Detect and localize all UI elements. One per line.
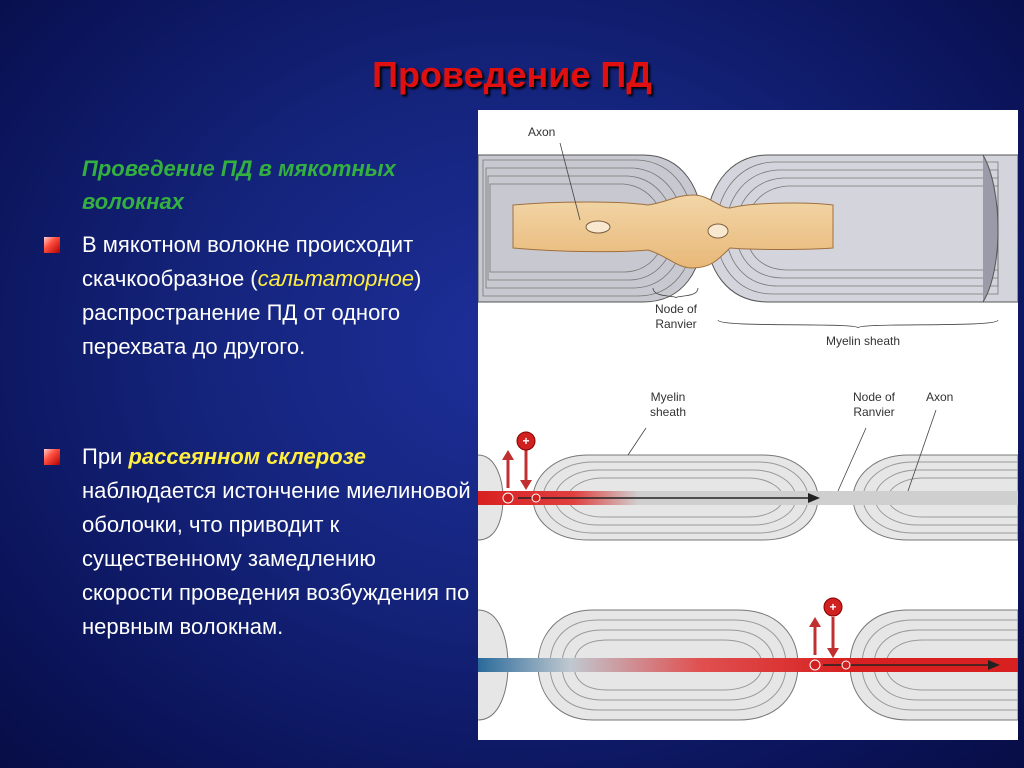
- node-brace: [652, 287, 699, 299]
- label-axon-top: Axon: [528, 125, 556, 139]
- sheath-brace: [717, 319, 999, 329]
- slide-subtitle: Проведение ПД в мякотных волокнах: [82, 156, 396, 214]
- mid-charge-icon: [516, 431, 536, 451]
- bottom-charge-small-icon: [841, 660, 851, 670]
- label-myelin-top: Myelin sheath: [825, 334, 901, 348]
- bottom-arrow-head-icon: [988, 660, 1000, 670]
- fiber-diagram-svg: + +: [478, 142, 1018, 721]
- myelinated-fiber-figure: + + Axon Node of Ranvier Myelin sheath M…: [478, 110, 1018, 740]
- bullet1-highlight: сальтаторное: [257, 266, 415, 291]
- label-node-mid: Node of Ranvier: [852, 390, 896, 419]
- mid-charge-small-icon: [502, 492, 514, 504]
- mid-charge-small-icon: [531, 493, 541, 503]
- label-node-top: Node of Ranvier: [654, 302, 698, 331]
- bullet1-text-after: ) распространение ПД от одного перехвата…: [82, 266, 422, 359]
- bottom-charge-small-icon: [809, 659, 821, 671]
- mitochondrion-icon: [585, 220, 611, 234]
- bottom-signal-band: [478, 658, 848, 672]
- label-axon-mid: Axon: [926, 390, 954, 404]
- mid-myelin-pointer: [627, 427, 647, 456]
- top-myelin-right: [705, 154, 1018, 303]
- bullet-marker-icon: [44, 237, 60, 253]
- bottom-down-arrow-head-icon: [827, 648, 839, 658]
- bullet-sclerosis: При рассеянном склерозе наблюдается исто…: [44, 440, 472, 644]
- mitochondrion-icon: [707, 223, 729, 239]
- bottom-up-arrow-head-icon: [809, 617, 821, 627]
- bullet2-highlight: рассеянном склерозе: [128, 444, 366, 469]
- slide-title: Проведение ПД: [372, 54, 652, 95]
- bullet-saltatory: В мякотном волокне происходит скачкообра…: [44, 228, 472, 364]
- axon-pointer-line: [559, 142, 581, 221]
- mid-down-arrow-head-icon: [520, 480, 532, 490]
- bullet2-text-before: При: [82, 444, 129, 469]
- label-myelin-mid: Myelin sheath: [649, 390, 687, 419]
- mid-up-arrow-head-icon: [502, 450, 514, 460]
- top-axon: [512, 194, 834, 269]
- mid-charge-sign: +: [522, 434, 529, 448]
- bullet-marker-icon: [44, 449, 60, 465]
- bullet1-text-before: В мякотном волокне происходит скачкообра…: [82, 232, 414, 291]
- bottom-charge-sign: +: [829, 600, 836, 614]
- mid-axon-pointer: [907, 409, 937, 492]
- bottom-charge-icon: [823, 597, 843, 617]
- mid-node-pointer: [837, 427, 867, 492]
- bullet2-text-after: наблюдается истончение миелиновой оболоч…: [82, 478, 471, 639]
- mid-arrow-head-icon: [808, 493, 820, 503]
